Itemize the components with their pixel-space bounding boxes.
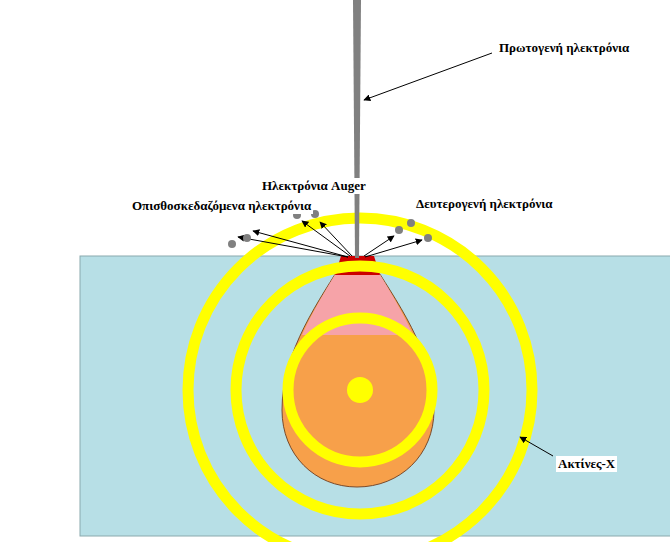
xray-label: Ακτίνες-Χ [556,456,617,472]
emission-arrows [238,221,422,257]
auger-label: Ηλεκτρόνια Auger [260,178,368,194]
beam-label: Πρωτογενή ηλεκτρόνια [497,40,631,56]
electron-beam [353,0,361,258]
specimen [80,256,670,536]
backscatter-label: Οπισθοσκεδαζόμενα ηλεκτρόνια [130,198,313,214]
xray-rings [188,218,532,542]
interaction-volume [282,258,434,487]
secondary-label: Δευτερογενή ηλεκτρόνια [414,196,555,212]
leader-line [520,437,553,456]
xray-core [347,377,373,403]
leader-line [364,53,492,100]
electron-dots [228,210,432,248]
